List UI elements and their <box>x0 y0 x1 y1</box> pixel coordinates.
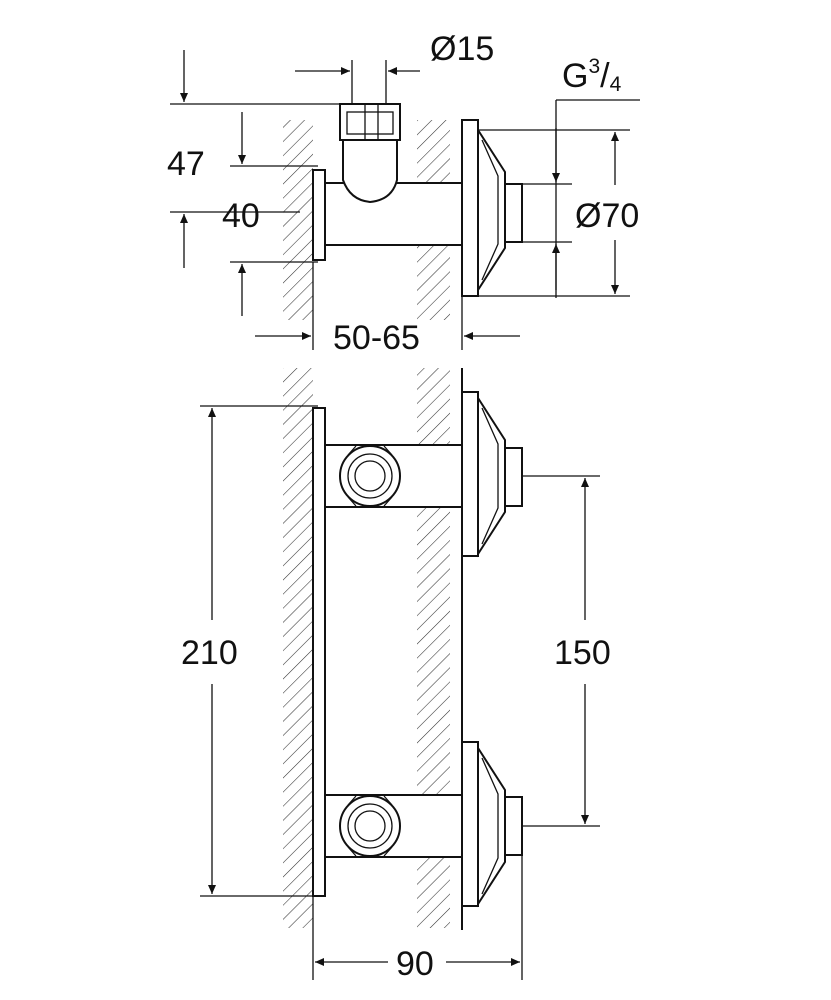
front-view: 210 150 90 <box>181 368 611 983</box>
dim-wall-depth: 50-65 <box>333 319 420 357</box>
upper-flange-dome <box>477 394 506 558</box>
dim-pipe-diameter: Ø15 <box>430 30 494 68</box>
dim-total-depth: 90 <box>396 945 434 983</box>
dim-flange-diameter: Ø70 <box>575 197 639 235</box>
wall-hatch-left-front <box>283 368 313 928</box>
lower-flange-dome <box>477 744 506 908</box>
dim-thread: G3/4 <box>562 55 622 96</box>
lower-outlet <box>504 796 523 856</box>
riser-pipe <box>342 139 398 204</box>
wall-plate <box>312 169 326 261</box>
dim-height-lower: 40 <box>222 197 260 235</box>
dim-center-distance: 150 <box>554 634 611 672</box>
outlet-stub <box>504 183 523 243</box>
top-view: Ø15 47 40 G3/4 Ø70 50-65 <box>167 30 640 357</box>
wall-hatch-left <box>283 120 313 320</box>
flange-plate <box>461 119 479 297</box>
upper-outlet <box>504 447 523 507</box>
dim-bar-height: 210 <box>181 634 238 672</box>
connector-body <box>324 182 466 246</box>
dim-height-upper: 47 <box>167 145 205 183</box>
mounting-bar <box>312 407 326 897</box>
upper-flange-plate <box>461 391 479 557</box>
flange-dome <box>477 126 506 294</box>
riser-nut-inner <box>346 111 394 135</box>
lower-nut-outer <box>339 795 401 857</box>
lower-flange-plate <box>461 741 479 907</box>
upper-nut-outer <box>339 445 401 507</box>
